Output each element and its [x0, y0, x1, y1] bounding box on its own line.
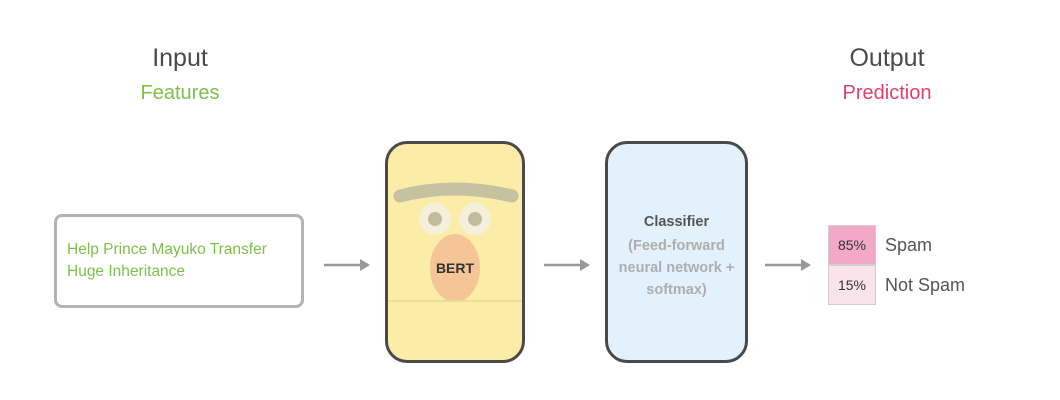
arrow-icon	[324, 259, 370, 271]
input-text: Help Prince Mayuko Transfer Huge Inherit…	[67, 241, 267, 280]
spam-probability-cell: 85%	[828, 225, 876, 265]
spam-label: Spam	[885, 234, 933, 255]
classifier-description: (Feed-forward neural network + softmax)	[618, 238, 735, 298]
result-row-not-spam: 15% Not Spam	[828, 265, 965, 305]
prediction-subheading: Prediction	[842, 82, 932, 104]
result-row-spam: 85% Spam	[828, 225, 932, 265]
input-text-box: Help Prince Mayuko Transfer Huge Inherit…	[54, 214, 304, 308]
arrow-icon	[765, 259, 811, 271]
features-subheading: Features	[140, 82, 220, 104]
bert-face-icon	[388, 182, 522, 302]
arrow-icon	[544, 259, 590, 271]
bert-model-box: BERT	[385, 141, 525, 363]
output-heading: Output	[849, 44, 925, 72]
not-spam-label: Not Spam	[885, 274, 966, 295]
classifier-box: Classifier (Feed-forward neural network …	[605, 141, 748, 363]
classifier-title: Classifier	[643, 214, 710, 230]
input-heading: Input	[152, 44, 208, 72]
bert-label: BERT	[435, 260, 475, 276]
not-spam-probability-cell: 15%	[828, 265, 876, 305]
